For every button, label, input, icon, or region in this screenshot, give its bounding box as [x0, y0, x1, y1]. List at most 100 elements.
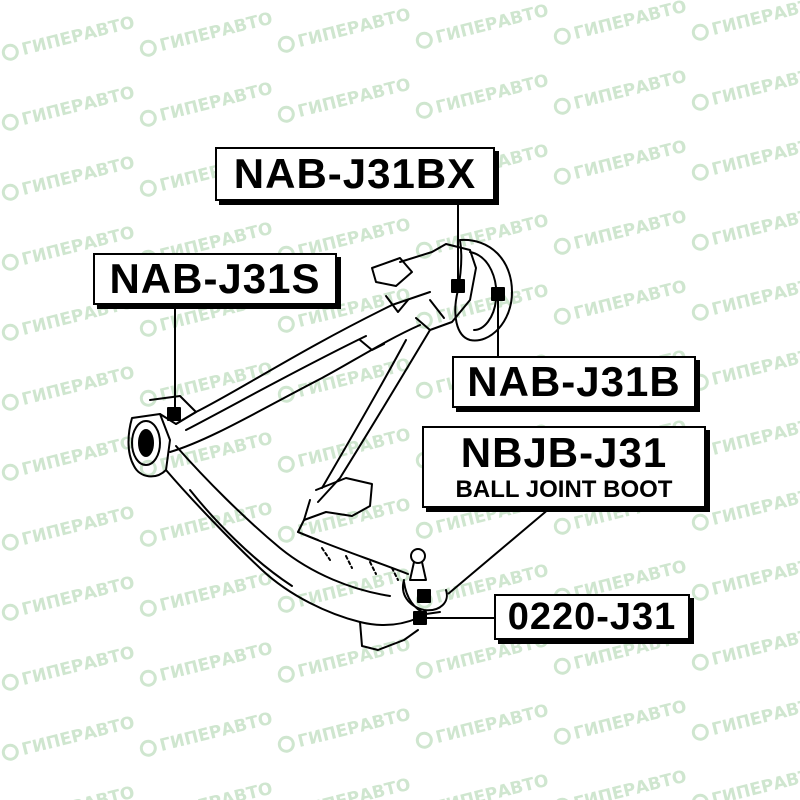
svg-text:ГИПЕРАВТО: ГИПЕРАВТО — [710, 343, 800, 390]
svg-text:ГИПЕРАВТО: ГИПЕРАВТО — [158, 639, 275, 686]
watermark-logo: ГИПЕРАВТО — [691, 553, 800, 601]
svg-text:ГИПЕРАВТО: ГИПЕРАВТО — [158, 779, 275, 800]
svg-text:ГИПЕРАВТО: ГИПЕРАВТО — [434, 771, 551, 800]
svg-text:ГИПЕРАВТО: ГИПЕРАВТО — [158, 9, 275, 56]
svg-text:ГИПЕРАВТО: ГИПЕРАВТО — [158, 499, 275, 546]
svg-text:ГИПЕРАВТО: ГИПЕРАВТО — [710, 133, 800, 180]
svg-text:ГИПЕРАВТО: ГИПЕРАВТО — [710, 0, 800, 40]
svg-text:ГИПЕРАВТО: ГИПЕРАВТО — [20, 573, 137, 620]
svg-text:ГИПЕРАВТО: ГИПЕРАВТО — [20, 363, 137, 410]
svg-text:ГИПЕРАВТО: ГИПЕРАВТО — [158, 79, 275, 126]
watermark-logo: ГИПЕРАВТО — [415, 211, 551, 259]
svg-text:ГИПЕРАВТО: ГИПЕРАВТО — [572, 277, 689, 324]
watermark-logo: ГИПЕРАВТО — [296, 775, 413, 800]
part-label-nbjb-j31: NBJB-J31 BALL JOINT BOOT — [422, 426, 706, 508]
watermark-logo: ГИПЕРАВТО — [277, 565, 413, 613]
part-label-nab-j31s: NAB-J31S — [93, 253, 337, 305]
watermark-logo: ГИПЕРАВТО — [553, 767, 689, 800]
watermark-logo: ГИПЕРАВТО — [415, 71, 551, 119]
watermark-logo: ГИПЕРАВТО — [553, 697, 689, 745]
svg-text:ГИПЕРАВТО: ГИПЕРАВТО — [710, 693, 800, 740]
watermark-logo: ГИПЕРАВТО — [1, 643, 137, 691]
watermark-logo: ГИПЕРАВТО — [1, 713, 137, 761]
watermark-logo: ГИПЕРАВТО — [691, 63, 800, 111]
watermark-logo: ГИПЕРАВТО — [1, 433, 137, 481]
watermark-logo: ГИПЕРАВТО — [434, 771, 551, 800]
part-number: NAB-J31BX — [233, 150, 477, 197]
svg-text:ГИПЕРАВТО: ГИПЕРАВТО — [710, 203, 800, 250]
watermark-logo: ГИПЕРАВТО — [415, 1, 551, 49]
watermark-logo: ГИПЕРАВТО — [1, 83, 137, 131]
watermark-logo: ГИПЕРАВТО — [691, 133, 800, 181]
svg-text:ГИПЕРАВТО: ГИПЕРАВТО — [158, 569, 275, 616]
watermark-logo: ГИПЕРАВТО — [139, 569, 275, 617]
svg-text:ГИПЕРАВТО: ГИПЕРАВТО — [296, 75, 413, 122]
watermark-logo: ГИПЕРАВТО — [139, 359, 275, 407]
watermark-logo: ГИПЕРАВТО — [1, 153, 137, 201]
svg-text:ГИПЕРАВТО: ГИПЕРАВТО — [158, 429, 275, 476]
svg-text:ГИПЕРАВТО: ГИПЕРАВТО — [710, 63, 800, 110]
part-number: NAB-J31S — [109, 255, 321, 302]
lower-arm-body — [165, 445, 441, 651]
front-bushing-housing — [371, 238, 513, 342]
watermark-logo: ГИПЕРАВТО — [158, 779, 275, 800]
watermark-logo: ГИПЕРАВТО — [139, 639, 275, 687]
watermark-logo: ГИПЕРАВТО — [20, 783, 137, 800]
watermark-logo: ГИПЕРАВТО — [553, 277, 689, 325]
watermark-logo: ГИПЕРАВТО — [691, 413, 800, 461]
leader-nbjb-j31 — [447, 507, 551, 595]
watermark-logo: ГИПЕРАВТО — [553, 0, 689, 45]
svg-text:ГИПЕРАВТО: ГИПЕРАВТО — [20, 433, 137, 480]
svg-text:ГИПЕРАВТО: ГИПЕРАВТО — [572, 0, 689, 44]
part-label-nab-j31b: NAB-J31B — [452, 356, 696, 408]
watermark-logo: ГИПЕРАВТО — [691, 0, 800, 41]
svg-text:ГИПЕРАВТО: ГИПЕРАВТО — [572, 767, 689, 800]
watermark-logo: ГИПЕРАВТО — [691, 343, 800, 391]
svg-text:ГИПЕРАВТО: ГИПЕРАВТО — [296, 5, 413, 52]
svg-text:ГИПЕРАВТО: ГИПЕРАВТО — [296, 635, 413, 682]
svg-text:ГИПЕРАВТО: ГИПЕРАВТО — [20, 503, 137, 550]
watermark-logo: ГИПЕРАВТО — [1, 573, 137, 621]
leader-lines — [174, 198, 551, 619]
part-number: NAB-J31B — [467, 358, 681, 405]
watermark-logo: ГИПЕРАВТО — [277, 495, 413, 543]
svg-text:ГИПЕРАВТО: ГИПЕРАВТО — [296, 775, 413, 800]
svg-text:ГИПЕРАВТО: ГИПЕРАВТО — [20, 713, 137, 760]
watermark-logo: ГИПЕРАВТО — [553, 137, 689, 185]
part-label-0220-j31: 0220-J31 — [494, 594, 690, 640]
svg-text:ГИПЕРАВТО: ГИПЕРАВТО — [572, 137, 689, 184]
svg-text:ГИПЕРАВТО: ГИПЕРАВТО — [434, 1, 551, 48]
watermark-logo: ГИПЕРАВТО — [1, 363, 137, 411]
watermark-logo: ГИПЕРАВТО — [1, 503, 137, 551]
svg-text:ГИПЕРАВТО: ГИПЕРАВТО — [710, 623, 800, 670]
svg-text:ГИПЕРАВТО: ГИПЕРАВТО — [572, 67, 689, 114]
watermark-logo: ГИПЕРАВТО — [691, 763, 800, 800]
watermark-logo: ГИПЕРАВТО — [415, 701, 551, 749]
watermark-logo: ГИПЕРАВТО — [139, 709, 275, 757]
svg-text:ГИПЕРАВТО: ГИПЕРАВТО — [296, 495, 413, 542]
svg-text:ГИПЕРАВТО: ГИПЕРАВТО — [20, 13, 137, 60]
watermark-logo: ГИПЕРАВТО — [691, 623, 800, 671]
svg-text:ГИПЕРАВТО: ГИПЕРАВТО — [434, 211, 551, 258]
watermark-logo: ГИПЕРАВТО — [691, 483, 800, 531]
svg-text:ГИПЕРАВТО: ГИПЕРАВТО — [296, 705, 413, 752]
svg-text:ГИПЕРАВТО: ГИПЕРАВТО — [710, 553, 800, 600]
part-description: BALL JOINT BOOT — [455, 476, 673, 503]
watermark-logo: ГИПЕРАВТО — [139, 9, 275, 57]
control-arm-drawing — [127, 238, 513, 651]
svg-text:ГИПЕРАВТО: ГИПЕРАВТО — [572, 207, 689, 254]
svg-text:ГИПЕРАВТО: ГИПЕРАВТО — [710, 413, 800, 460]
watermark-logo: ГИПЕРАВТО — [553, 207, 689, 255]
svg-text:ГИПЕРАВТО: ГИПЕРАВТО — [710, 763, 800, 800]
svg-text:ГИПЕРАВТО: ГИПЕРАВТО — [20, 83, 137, 130]
part-label-nab-j31bx: NAB-J31BX — [215, 147, 495, 201]
watermark-logo: ГИПЕРАВТО — [1, 13, 137, 61]
front-arm — [169, 291, 431, 453]
svg-text:ГИПЕРАВТО: ГИПЕРАВТО — [434, 71, 551, 118]
watermark-logo: ГИПЕРАВТО — [691, 203, 800, 251]
part-number: 0220-J31 — [507, 596, 677, 638]
ball-joint — [402, 548, 448, 625]
watermark-logo: ГИПЕРАВТО — [277, 635, 413, 683]
svg-text:ГИПЕРАВТО: ГИПЕРАВТО — [20, 783, 137, 800]
watermark-logo: ГИПЕРАВТО — [553, 67, 689, 115]
